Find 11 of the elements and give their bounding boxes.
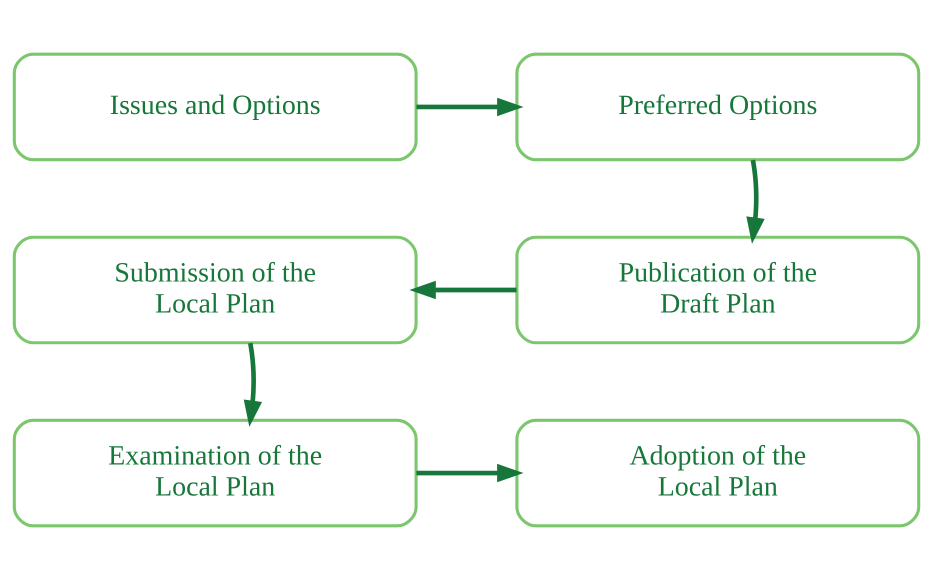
node-box: Examination of the Local Plan [12, 418, 418, 527]
node-box: Submission of the Local Plan [12, 235, 418, 344]
arrow [244, 342, 262, 426]
arrow [416, 97, 524, 116]
arrow [409, 280, 516, 299]
arrow [746, 159, 765, 244]
arrow [416, 463, 524, 482]
node-box: Issues and Options [12, 52, 418, 161]
node-box: Adoption of the Local Plan [515, 418, 920, 527]
node-box: Publication of the Draft Plan [515, 235, 920, 344]
node-box: Preferred Options [515, 52, 920, 161]
